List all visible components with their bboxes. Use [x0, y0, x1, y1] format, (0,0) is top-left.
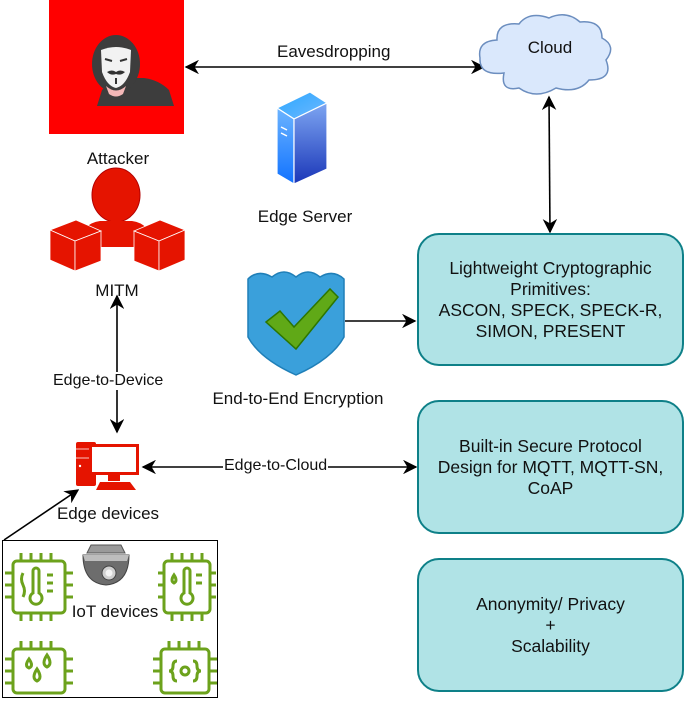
mitm-icon: [48, 167, 187, 272]
secure-protocol-text: Built-in Secure Protocol Design for MQTT…: [437, 435, 664, 498]
privacy-scalability-text: Anonymity/ Privacy + Scalability: [476, 593, 625, 656]
cloud-icon: [478, 14, 612, 95]
privacy-scalability-box: Anonymity/ Privacy + Scalability: [417, 558, 684, 692]
encryption-label: End-to-End Encryption: [212, 389, 384, 408]
chip-thermometer-icon: [5, 553, 73, 621]
edge-devices-label: Edge devices: [56, 504, 160, 523]
edge-to-cloud-label: Edge-to-Cloud: [223, 457, 329, 475]
iot-to-edge-arrow: [3, 489, 80, 541]
edge-server-label: Edge Server: [257, 207, 353, 226]
attacker-label: Attacker: [86, 149, 150, 168]
attacker-node: [49, 0, 184, 134]
shield-check-icon: [247, 271, 345, 376]
cloud-label: Cloud: [527, 38, 573, 57]
mitm-label: MITM: [95, 281, 139, 300]
hacker-icon: [92, 35, 174, 106]
chip-sensor-icon: [153, 641, 217, 695]
edge-server-icon: [275, 91, 329, 186]
edge-device-computer-icon: [76, 442, 139, 490]
iot-devices-group: IoT devices: [2, 540, 218, 698]
security-camera-icon: [82, 544, 130, 586]
edge-to-device-label: Edge-to-Device: [52, 372, 165, 390]
iot-icons: [5, 544, 217, 695]
eavesdropping-label: Eavesdropping: [276, 42, 392, 62]
lightweight-crypto-box: Lightweight Cryptographic Primitives: AS…: [417, 233, 684, 366]
chip-humidity-thermometer-icon: [158, 553, 216, 621]
iot-devices-label: IoT devices: [71, 602, 159, 621]
secure-protocol-box: Built-in Secure Protocol Design for MQTT…: [417, 400, 684, 534]
chip-water-drops-icon: [5, 641, 73, 695]
cloud-crypto-arrow: [541, 95, 558, 234]
lightweight-crypto-text: Lightweight Cryptographic Primitives: AS…: [438, 257, 663, 341]
